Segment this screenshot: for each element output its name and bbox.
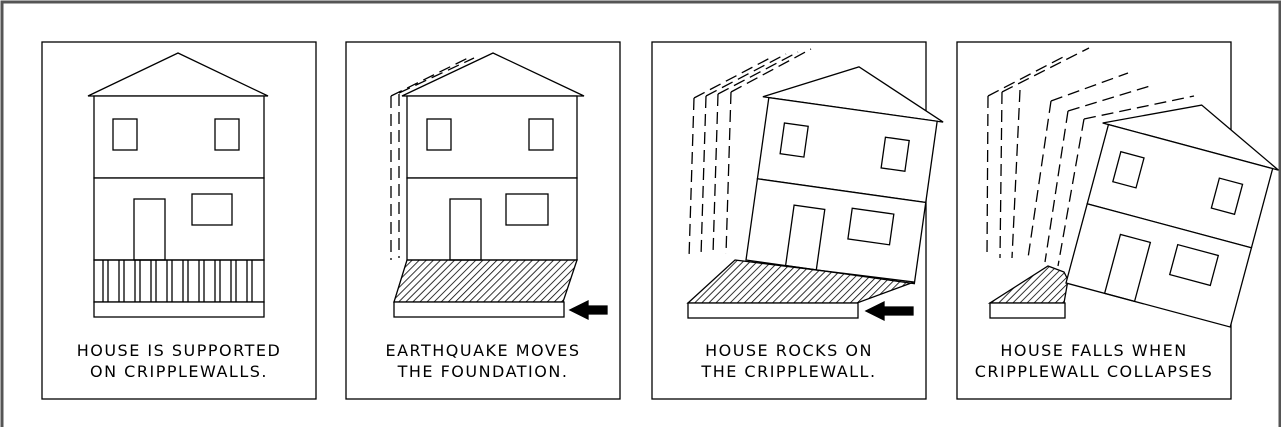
window-icon	[214, 118, 240, 151]
panel-4-caption-line-2: CRIPPLEWALL COLLAPSES	[975, 362, 1214, 381]
panel-4	[956, 41, 1279, 400]
panel-4-cripplewall	[987, 265, 1069, 304]
panel-2-motion-lines	[390, 56, 475, 260]
push-arrow-icon	[568, 299, 608, 321]
panel-2-frame	[345, 41, 621, 400]
push-arrow-icon	[864, 300, 914, 322]
panel-2-foundation	[393, 301, 565, 318]
window-icon	[112, 118, 138, 151]
panel-4-house	[1065, 104, 1279, 328]
panel-3-house	[745, 66, 944, 285]
panel-2-caption-line-1: EARTHQUAKE MOVES	[385, 341, 580, 360]
panel-1-caption-line-2: ON CRIPPLEWALLS.	[90, 362, 268, 381]
panel-3-frame	[651, 41, 927, 400]
panel-1-cripplewall	[93, 259, 265, 303]
window-icon	[1112, 150, 1145, 189]
window-icon	[847, 207, 895, 246]
panel-2-cripplewall	[393, 259, 578, 303]
panel-3-foundation	[687, 302, 859, 319]
panel-1-caption-line-1: HOUSE IS SUPPORTED	[77, 341, 282, 360]
panel-1	[41, 41, 317, 400]
panel-1-house	[87, 52, 269, 261]
panel-1-foundation	[93, 301, 265, 318]
panel-3-caption-line-2: THE CRIPPLEWALL.	[700, 362, 876, 381]
panel-2	[345, 41, 621, 400]
panel-3-caption-line-1: HOUSE ROCKS ON	[705, 341, 873, 360]
panel-4-motion-lines	[986, 47, 1195, 267]
window-icon	[191, 193, 233, 226]
panel-4-caption-line-1: HOUSE FALLS WHEN	[1000, 341, 1187, 360]
window-icon	[426, 118, 452, 151]
panel-4-foundation	[989, 302, 1066, 319]
panel-1-frame	[41, 41, 317, 400]
panel-2-caption-line-2: THE FOUNDATION.	[397, 362, 569, 381]
window-icon	[528, 118, 554, 151]
window-icon	[779, 122, 809, 158]
panel-3	[651, 41, 944, 400]
door-icon	[1103, 233, 1152, 303]
window-icon	[505, 193, 549, 226]
window-icon	[1168, 243, 1220, 287]
window-icon	[1210, 177, 1244, 216]
panel-2-house	[401, 52, 585, 261]
window-icon	[880, 136, 910, 172]
panel-3-motion-lines	[688, 48, 812, 259]
